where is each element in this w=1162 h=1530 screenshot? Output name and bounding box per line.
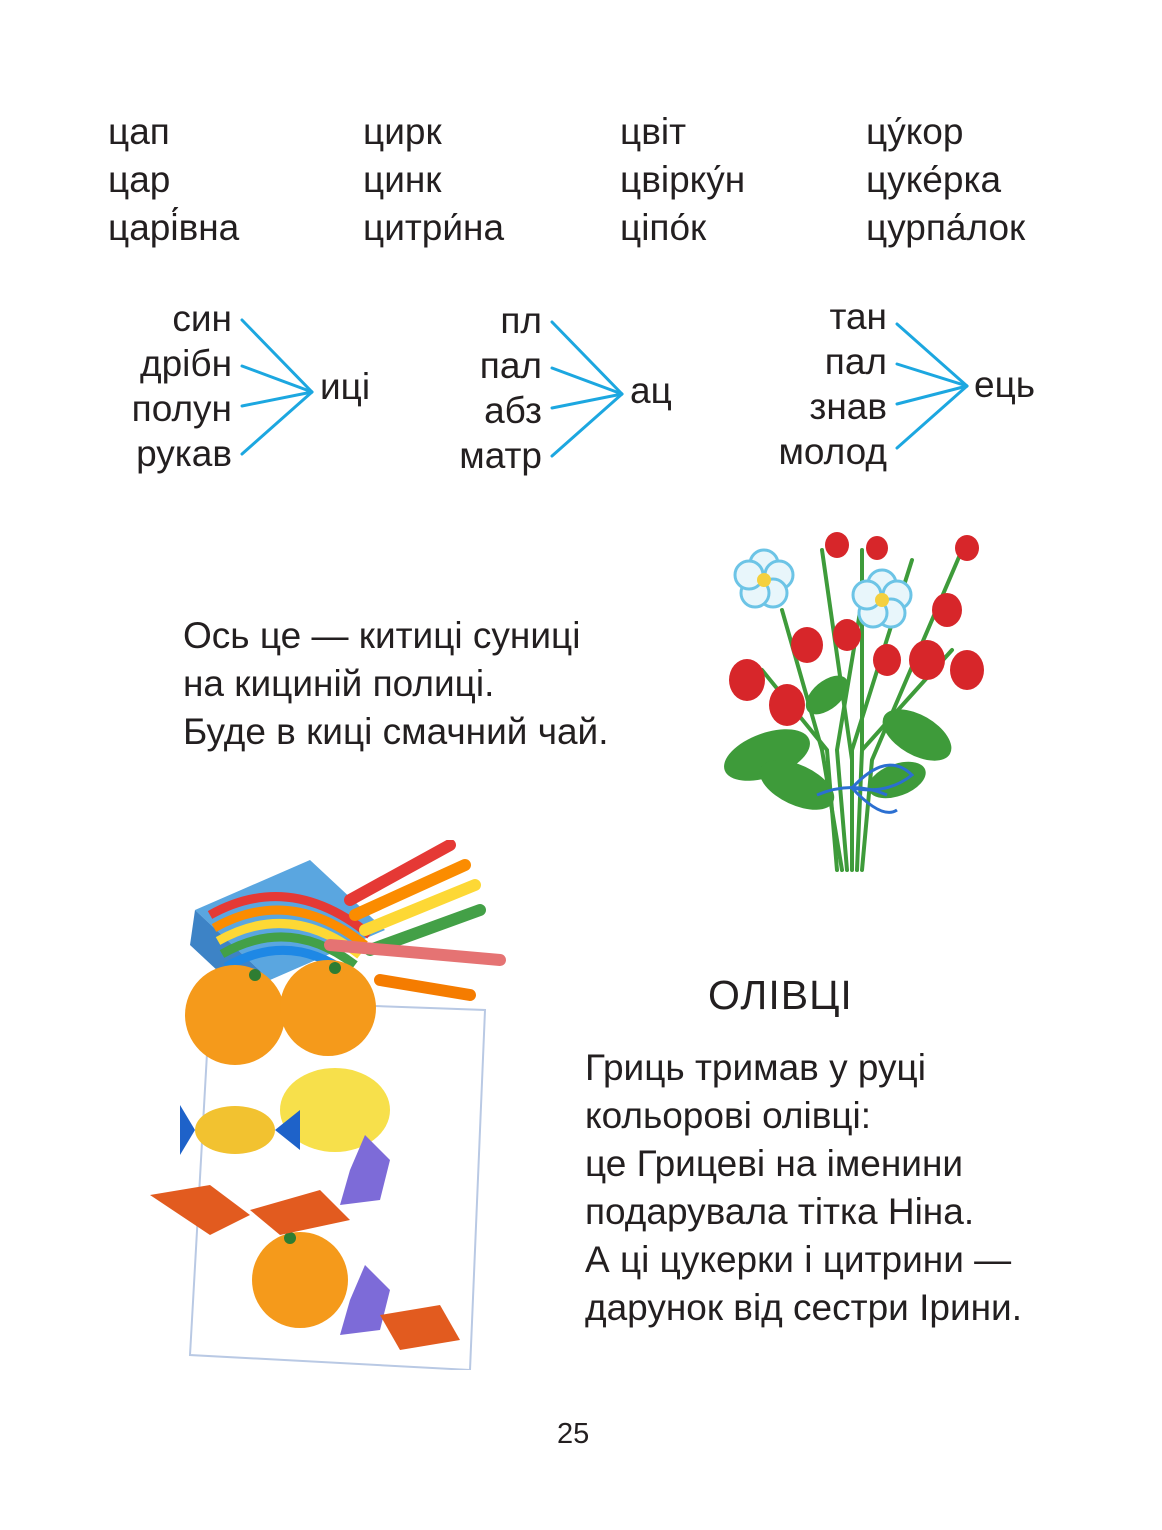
poem-line: Буде в киці смачний чай. (183, 711, 609, 752)
word: цар (108, 159, 171, 200)
word: цурпа́лок (866, 207, 1026, 248)
candy-icon (150, 1105, 460, 1350)
stem: пал (824, 341, 887, 382)
word: ціпо́к (620, 207, 707, 248)
stem: пл (500, 300, 542, 341)
stem: молод (778, 431, 887, 472)
word: цирк (363, 111, 442, 152)
suffix-2: ац (630, 370, 672, 411)
poem-line: А ці цукерки і цитрини — (585, 1239, 1012, 1280)
matching-connector-lines (240, 318, 969, 458)
suffix-1: иці (320, 366, 371, 407)
flower-icon (733, 548, 913, 629)
stem: полун (131, 388, 232, 429)
poem-title: ОЛІВЦІ (708, 972, 853, 1018)
stem: абз (484, 390, 542, 431)
word: цу́кор (866, 111, 964, 152)
word: цуке́рка (866, 159, 1002, 200)
word-column-3: цвіт цвірку́н ціпо́к (620, 108, 745, 252)
pencils-and-sweets-illustration (150, 840, 506, 1370)
word: цвірку́н (620, 159, 746, 200)
strawberry-icon (729, 532, 984, 726)
word: цвіт (620, 111, 687, 152)
word-column-1: цап цар царі́вна (108, 108, 239, 252)
word: царі́вна (108, 207, 240, 248)
strawberry-bouquet-illustration (724, 532, 984, 872)
poem-line: Ось це — китиці суниці (183, 615, 581, 656)
poem-line: кольорові олівці: (585, 1095, 872, 1136)
poem-line: дарунок від сестри Ірини. (585, 1287, 1023, 1328)
word: цитри́на (363, 207, 505, 248)
suffix-3: ець (974, 364, 1036, 405)
stem: дрібн (139, 343, 232, 384)
stem: знав (809, 386, 887, 427)
pencils-poem: Гриць тримав у руці кольорові олівці: це… (585, 1044, 1022, 1332)
word: цинк (363, 159, 442, 200)
stem-list-1: син дрібн полун рукав (132, 296, 232, 476)
word: цап (108, 111, 170, 152)
stem-list-3: тан пал знав молод (778, 294, 887, 474)
strawberry-poem: Ось це — китиці суниці на кициній полиці… (183, 612, 609, 756)
stem: рукав (136, 433, 232, 474)
pencil-icon (324, 840, 506, 1001)
stem: матр (459, 435, 542, 476)
poem-line: подарувала тітка Ніна. (585, 1191, 975, 1232)
word-column-4: цу́кор цуке́рка цурпа́лок (866, 108, 1025, 252)
page-number: 25 (557, 1418, 590, 1450)
poem-line: Гриць тримав у руці (585, 1047, 926, 1088)
stem: пал (479, 345, 542, 386)
poem-line: це Грицеві на іменини (585, 1143, 964, 1184)
poem-line: на кициній полиці. (183, 663, 495, 704)
word-column-2: цирк цинк цитри́на (363, 108, 504, 252)
stem: син (172, 298, 232, 339)
orange-icon (185, 960, 376, 1328)
lemon-icon (280, 1068, 390, 1152)
stem-list-2: пл пал абз матр (459, 298, 542, 478)
stem: тан (829, 296, 887, 337)
